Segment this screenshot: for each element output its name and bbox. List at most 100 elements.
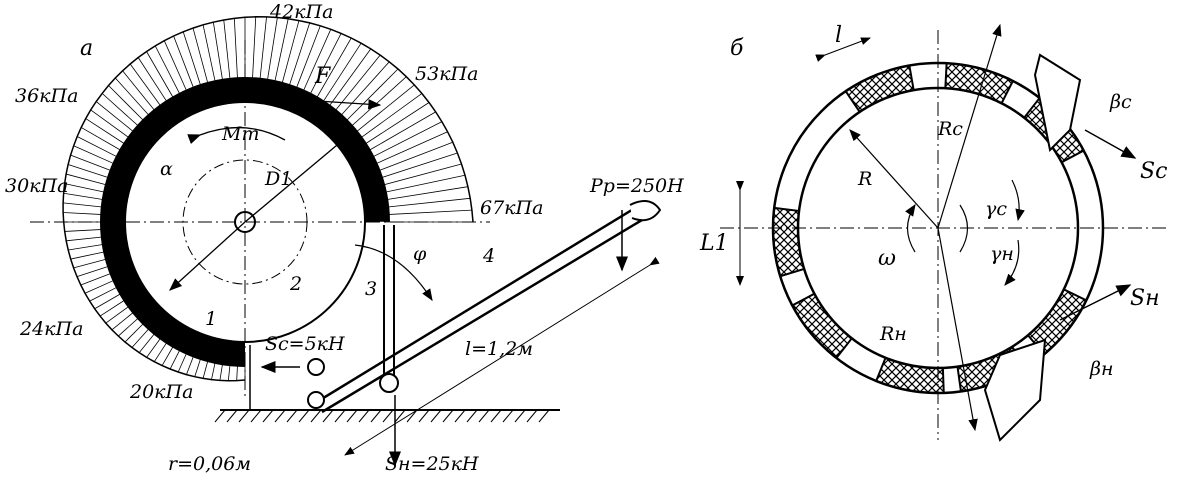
pressure-hatch-line <box>233 18 239 83</box>
omega-label: ω <box>878 246 896 271</box>
pressure-hatch-line <box>266 17 278 84</box>
gamma-n-arc <box>1004 239 1020 286</box>
shoe-top <box>1033 53 1082 153</box>
pressure-53: 53кПа <box>415 63 478 85</box>
block-length-label: l <box>835 23 842 48</box>
ground-hatch-line <box>466 409 478 423</box>
pressure-hatch-line <box>223 19 231 83</box>
l-dimension <box>815 37 871 62</box>
pressure-hatch-line <box>67 164 112 180</box>
beta-c-label: βс <box>1109 91 1132 113</box>
pressure-hatch-line <box>77 136 121 159</box>
pressure-hatch-line <box>338 61 390 119</box>
pressure-hatch-line <box>280 20 300 87</box>
pressure-hatch-line <box>212 22 224 84</box>
band-anchor <box>307 358 325 376</box>
pressure-hatch-line <box>73 145 118 166</box>
pressure-envelope <box>62 16 474 382</box>
moment-arrow <box>187 126 286 144</box>
ground-hatch-line <box>214 409 226 423</box>
shoe-brake-panel: б l βс Rс R γс Sс L1 ω γн Sн Rн βн <box>699 23 1170 442</box>
pressure-hatch-line <box>384 209 472 216</box>
pressure-hatch-line <box>137 57 170 105</box>
pressure-hatch-line <box>65 173 110 187</box>
pressure-30: 30кПа <box>5 175 68 197</box>
ground-hatch-line <box>358 409 370 423</box>
pressure-hatch-line <box>129 63 164 109</box>
pressure-hatch-line <box>353 84 415 135</box>
part-2-label: 2 <box>289 273 302 295</box>
sc-arrow-b <box>1084 129 1137 159</box>
rn-label: Rн <box>879 323 907 345</box>
pressure-hatch-line <box>320 42 362 105</box>
pressure-hatch-line <box>94 291 124 310</box>
pressure-hatch-line <box>308 33 342 98</box>
pressure-hatch-line <box>287 22 311 89</box>
ground-hatch-line <box>274 409 286 423</box>
panel-label-b: б <box>730 36 744 61</box>
rn-line <box>937 227 978 432</box>
pressure-36: 36кПа <box>15 85 78 107</box>
ground-hatch-line <box>226 409 238 423</box>
pressure-hatch-line <box>343 68 399 124</box>
pressure-20: 20кПа <box>129 381 193 403</box>
radius-r-label: r=0,06м <box>168 453 251 475</box>
ground-hatch-line <box>538 409 550 423</box>
r-label: R <box>857 168 872 190</box>
pressure-hatch-line <box>108 85 147 124</box>
sn-arrow-b <box>1059 284 1132 321</box>
ground-hatch-line <box>370 409 382 423</box>
ground-hatch-line <box>286 409 298 423</box>
lever-length-label: l=1,2м <box>465 338 533 360</box>
pressure-hatch-line <box>95 101 137 135</box>
pressure-hatch-line <box>380 163 462 187</box>
beta-n-label: βн <box>1089 358 1114 380</box>
pressure-hatch-line <box>66 236 106 242</box>
pressure-hatch-line <box>366 111 436 153</box>
pressure-hatch-line <box>118 315 142 337</box>
ground-hatch-line <box>526 409 538 423</box>
pressure-42: 42кПа <box>269 1 333 23</box>
force-f-label: F <box>314 64 331 89</box>
rc-line <box>937 23 1002 229</box>
ground-hatch-line <box>334 409 346 423</box>
pressure-hatch-line <box>63 202 106 208</box>
phi-arc <box>354 244 433 302</box>
phi-label: φ <box>413 243 427 265</box>
pressure-hatch-line <box>326 48 372 109</box>
pressure-hatch-line <box>63 192 107 201</box>
pressure-hatch-line <box>101 93 142 129</box>
pressure-hatch-line <box>375 141 453 173</box>
pressure-hatch-line <box>383 186 468 201</box>
force-f-arrow <box>269 97 382 110</box>
pressure-hatch-line <box>81 127 124 153</box>
pressure-hatch-line <box>68 243 107 251</box>
pressure-hatch-line <box>332 54 381 114</box>
ground-hatch-line <box>442 409 454 423</box>
pressure-hatch-line <box>80 271 115 286</box>
pressure-hatch-line <box>381 174 466 194</box>
ground-hatch <box>214 409 550 423</box>
alpha-label: α <box>160 158 173 180</box>
pressure-hatch-line <box>294 25 321 92</box>
pressure-hatch-line <box>122 70 158 114</box>
force-sc-label: Sс=5кН <box>265 333 345 355</box>
lever-4-bottom <box>321 218 643 414</box>
pressure-hatch-line <box>70 154 115 173</box>
l1-label: L1 <box>699 231 729 256</box>
part-4-label: 4 <box>482 245 495 267</box>
pressure-hatch-line <box>314 37 352 101</box>
pressure-hatch-line <box>202 24 217 86</box>
rc-label: Rс <box>937 118 963 140</box>
ground-hatch-line <box>250 409 262 423</box>
ground-hatch-line <box>490 409 502 423</box>
pressure-hatch-line <box>64 228 106 232</box>
pressure-hatch-line <box>63 212 106 216</box>
pressure-hatch-line <box>64 183 109 194</box>
pressure-hatch-line <box>85 118 128 147</box>
ground-hatch-line <box>502 409 514 423</box>
pressure-hatch-line <box>259 16 267 83</box>
pressure-hatch-line <box>384 197 471 208</box>
pressure-hatch-line <box>99 297 128 317</box>
moment-label: Mт <box>221 123 259 145</box>
